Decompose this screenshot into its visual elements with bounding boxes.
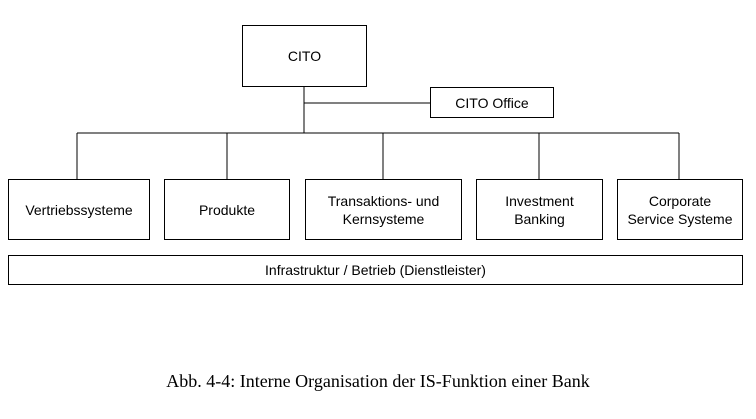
cito-office-box: CITO Office [430,87,554,118]
infrastructure-label: Infrastruktur / Betrieb (Dienstleister) [265,262,486,278]
unit-label: Transaktions- und Kernsysteme [327,192,440,227]
unit-box-transaktions-und-kernsysteme: Transaktions- und Kernsysteme [305,179,462,240]
cito-box: CITO [242,25,367,87]
infrastructure-bar: Infrastruktur / Betrieb (Dienstleister) [8,255,743,285]
cito-office-label: CITO Office [455,94,529,111]
unit-box-corporate-service-systeme: Corporate Service Systeme [617,179,743,240]
unit-label: Produkte [198,201,256,218]
cito-label: CITO [287,48,322,64]
unit-box-produkte: Produkte [164,179,290,240]
figure-caption: Abb. 4-4: Interne Organisation der IS-Fu… [166,371,590,391]
unit-label: Corporate Service Systeme [627,192,733,227]
unit-box-investment-banking: Investment Banking [476,179,603,240]
unit-box-vertriebssysteme: Vertriebssysteme [8,179,150,240]
unit-label: Vertriebssysteme [25,201,133,218]
unit-label: Investment Banking [505,192,574,227]
